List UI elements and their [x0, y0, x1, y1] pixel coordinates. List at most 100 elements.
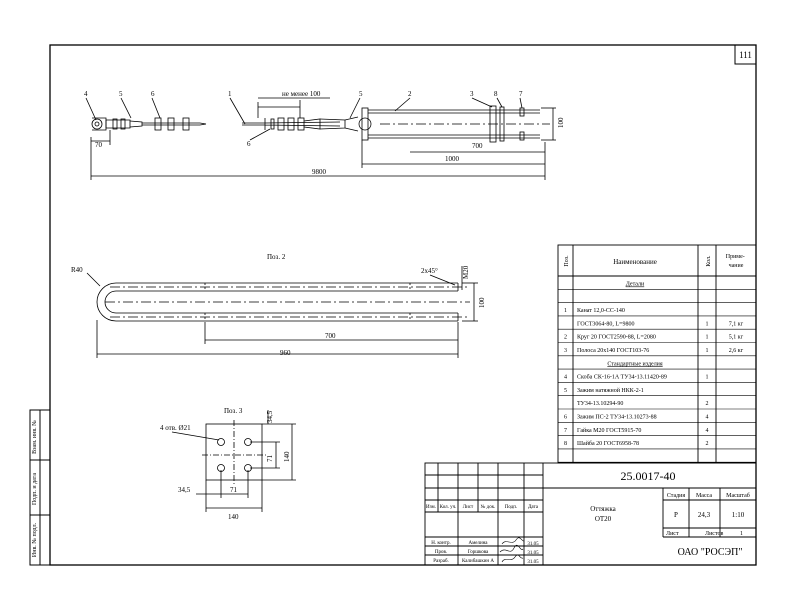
bom-name: Шайба 20 ГОСТ6958-78	[577, 440, 639, 447]
mass-header: Масса	[696, 493, 712, 499]
bom-name: Канат 12,0-СС-140	[577, 308, 625, 314]
dim-70: 70	[95, 141, 103, 149]
pos3-dim-71-right: 71	[266, 455, 274, 463]
dim-min-100: не менее 100	[282, 90, 321, 98]
pos2-title: Поз. 2	[267, 253, 286, 261]
bom-pos: 2	[564, 335, 567, 341]
pos2-dim-960: 960	[280, 349, 291, 357]
signatures	[499, 537, 525, 563]
bom-name: ГОСТ3064-80, L=9800	[577, 321, 634, 327]
pos2-drawing	[86, 266, 478, 358]
pos3-dim-34-5-top: 34,5	[266, 410, 274, 423]
title-line2: ОТ20	[595, 515, 612, 523]
bom-header-note-line2: чание	[729, 263, 744, 269]
callout-5: 5	[119, 90, 123, 98]
callout-6: 6	[151, 90, 155, 98]
callout-7: 7	[519, 90, 523, 98]
bom-pos: 6	[564, 415, 567, 421]
bom-header-qty: Кол.	[706, 255, 712, 267]
name-prov: Горшкова	[468, 550, 489, 555]
bom-pos: 5	[564, 388, 567, 394]
bom-pos: 7	[564, 428, 567, 434]
callout-2: 2	[408, 90, 412, 98]
title-line1: Оттяжка	[590, 505, 616, 513]
bom-pos: 8	[564, 441, 567, 447]
role-n-kontr: Н. контр.	[431, 541, 450, 546]
pos3-dim-140-bottom: 140	[228, 513, 239, 521]
sheet-number: 111	[739, 50, 752, 60]
col-data: Дата	[528, 505, 539, 510]
name-razrab: Калибашкин А	[462, 559, 494, 564]
bom-name: Полоса 20х140 ГОСТ103-76	[577, 348, 649, 354]
col-podp: Подп.	[505, 505, 517, 510]
bom-section-title: Стандартные изделия	[607, 361, 663, 367]
col-izm: Изм.	[426, 505, 436, 510]
bom-name: Зажим ПС-2 ТУ34-13.10273-88	[577, 415, 657, 421]
bom-section-title: Детали	[626, 282, 645, 288]
sheets-label: Листов	[705, 531, 723, 537]
bom-qty: 1	[706, 348, 709, 354]
pos3-dim-140-right: 140	[283, 451, 291, 462]
doc-code: 25.0017-40	[621, 469, 676, 483]
callout-6-lower: 6	[247, 140, 251, 148]
callout-5b: 5	[359, 90, 363, 98]
mass-value: 24,3	[698, 511, 711, 519]
role-razrab: Разраб.	[433, 559, 449, 564]
organization: ОАО "РОСЭП"	[678, 547, 743, 558]
stage-value: Р	[674, 511, 678, 519]
sheets-value: 1	[740, 531, 743, 537]
bom-qty: 1	[706, 321, 709, 327]
bom-qty: 2	[706, 441, 709, 447]
pos2-thread: M20	[462, 265, 470, 279]
bom-note: 2,6 кг	[729, 348, 744, 354]
dim-700: 700	[472, 142, 483, 150]
bom-qty: 1	[706, 335, 709, 341]
side-stamp	[29, 409, 51, 566]
bom-pos: 1	[564, 308, 567, 314]
dim-100: 100	[557, 117, 565, 128]
callout-4: 4	[84, 90, 88, 98]
bom-qty: 1	[706, 375, 709, 381]
date-n-kontr: 31.05	[527, 542, 539, 547]
pos3-dim-34-5-bottom: 34,5	[178, 486, 191, 494]
date-prov: 31.05	[527, 551, 539, 556]
dim-1000: 1000	[445, 155, 460, 163]
col-kol-uch: Кол. уч.	[440, 505, 457, 510]
pos2-dim-700: 700	[325, 332, 336, 340]
bom-qty: 4	[706, 428, 709, 434]
bom-name: ТУ34-13.10294-90	[577, 401, 623, 407]
pos3-plate	[171, 410, 296, 512]
bom-header-name: Наименование	[613, 258, 657, 266]
col-n-dok: № док.	[481, 504, 496, 510]
pos2-radius: R40	[71, 266, 83, 274]
bom-qty: 4	[706, 415, 709, 421]
side-label-podp-data: Подп. и дата	[32, 473, 38, 505]
bom-qty: 2	[706, 401, 709, 407]
side-label-inv-zam: Взам. инв. №	[32, 420, 38, 454]
side-label-inv-podl: Инв. № подл.	[32, 522, 38, 557]
bom-header-note-line1: Приме-	[726, 254, 745, 260]
bom-note: 7,1 кг	[729, 321, 744, 327]
scale-header: Масштаб	[726, 492, 750, 499]
assembly-view	[85, 97, 556, 180]
bom-note: 5,1 кг	[729, 335, 744, 341]
bom-name: Зажим натяжной НКК-2-1	[577, 387, 644, 394]
bom-pos: 4	[564, 375, 567, 381]
bom-name: Гайка М20 ГОСТ5915-70	[577, 427, 641, 434]
pos3-title: Поз. 3	[224, 407, 243, 415]
bom-name: Круг 20 ГОСТ2590-88, L=2080	[577, 335, 656, 341]
bom-header-pos: Поз.	[564, 255, 570, 267]
title-block	[424, 462, 757, 566]
callout-1: 1	[228, 90, 232, 98]
stage-header: Стадия	[667, 493, 686, 499]
name-n-kontr: Амелина	[468, 541, 488, 546]
dim-9800: 9800	[312, 168, 327, 176]
bom-name: Скоба СК-16-1А ТУ34-13.11420-89	[577, 374, 667, 381]
scale-value: 1:10	[732, 511, 745, 519]
sheet-number-box	[734, 44, 757, 65]
bom-pos: 3	[564, 348, 567, 354]
col-list: Лист	[463, 505, 474, 510]
date-razrab: 31.05	[527, 560, 539, 565]
